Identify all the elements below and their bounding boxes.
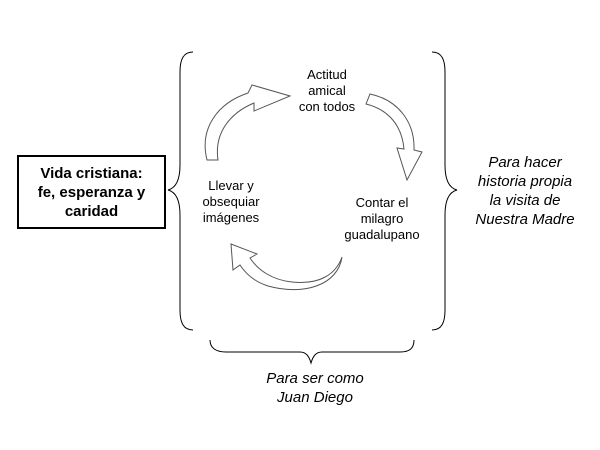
bottom-brace [209,339,415,365]
right-brace [431,51,458,331]
bottom-note: Para ser como Juan Diego [266,370,364,406]
left-brace [167,51,194,331]
vida-cristiana-text: Vida cristiana: fe, esperanza y caridad [37,164,146,220]
cycle-arrow-right [365,93,423,182]
cycle-label-llevar: Llevar y obsequiar imágenes [202,178,260,225]
right-note: Para hacer historia propia la visita de … [475,154,575,228]
cycle-arrow-bottom [230,243,343,291]
cycle-arrow-top-left [204,84,292,161]
vida-cristiana-box: Vida cristiana: fe, esperanza y caridad [17,155,166,229]
cycle-label-contar: Contar el milagro guadalupano [344,195,420,242]
cycle-label-actitud: Actitud amical con todos [298,67,356,114]
